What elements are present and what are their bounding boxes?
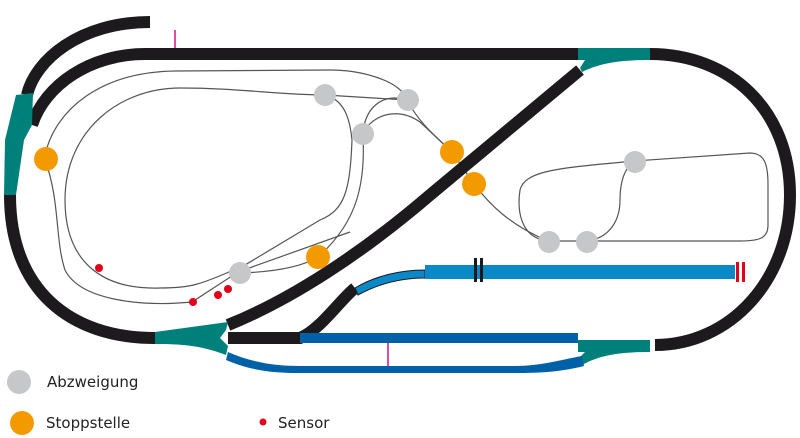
siding-dark-lower [226, 352, 584, 373]
buffer-stop-2 [742, 262, 745, 282]
main-track [4, 16, 797, 351]
sensors [95, 264, 232, 306]
stop-marker [462, 172, 486, 196]
main-right-curve [649, 48, 797, 351]
legend-label-sensor: Sensor [278, 414, 330, 432]
main-left-curve-bottom [4, 194, 156, 344]
stop-marker [440, 140, 464, 164]
legend-label-junction: Abzweigung [47, 373, 139, 391]
junction-marker [352, 123, 374, 145]
stop-marker [34, 147, 58, 171]
junctions [229, 84, 646, 284]
turnout-bottom-left [155, 322, 228, 355]
branch-cross-1 [324, 94, 408, 101]
siding-curve-light [354, 269, 426, 296]
legend-label-stop: Stoppstelle [46, 414, 131, 432]
siding-straight-light [425, 265, 735, 279]
legend-item-stop: Stoppstelle [9, 410, 130, 436]
buffer-stop-1 [736, 262, 739, 282]
branch-inner-loop [64, 87, 326, 289]
junction-marker [397, 89, 419, 111]
legend-item-sensor: Sensor [258, 413, 329, 433]
junction-marker [538, 231, 560, 253]
stop-legend-icon [10, 411, 34, 435]
stop-marker [306, 245, 330, 269]
stops [34, 140, 486, 269]
sensor-marker [214, 291, 222, 299]
branch-inner-loop-right [239, 94, 353, 269]
sensor-legend-icon [259, 418, 267, 426]
junction-marker [624, 151, 646, 173]
junction-marker [314, 84, 336, 106]
junction-legend-icon [7, 370, 31, 394]
legend-item-junction: Abzweigung [6, 369, 138, 395]
insulator-2 [480, 258, 483, 282]
sensor-marker [95, 264, 103, 272]
siding-dark-upper [300, 333, 578, 343]
branch-cross-3 [317, 132, 364, 258]
main-diagonal [225, 65, 584, 331]
turnout-bottom-right [578, 340, 650, 365]
turnout-top-right [578, 48, 650, 72]
sensor-marker [224, 285, 232, 293]
main-outer-curve-left [21, 16, 151, 97]
main-inner-curve-left [26, 48, 146, 128]
branch-cross-4 [362, 113, 453, 153]
junction-marker [576, 231, 598, 253]
branch-right-inner [548, 160, 635, 242]
junction-marker [229, 262, 251, 284]
turnout-left [4, 93, 33, 195]
turnouts [4, 48, 650, 365]
branch-outer-loop-lower [44, 159, 351, 305]
insulator-1 [474, 258, 477, 282]
branch-outer-loop [44, 69, 453, 156]
sensor-marker [189, 298, 197, 306]
